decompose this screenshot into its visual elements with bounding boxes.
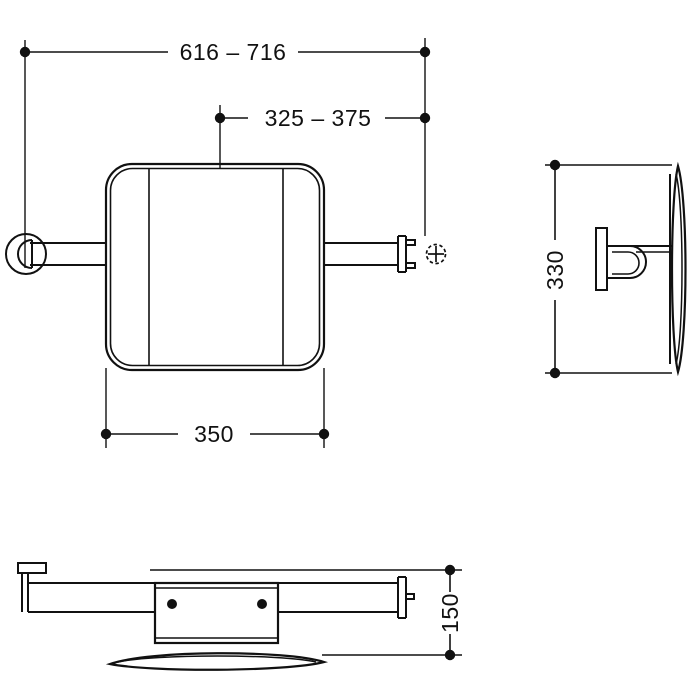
wall-flange-inner-arc [17, 239, 33, 269]
end-bracket-right [397, 235, 416, 273]
screw-hole-right [257, 599, 267, 609]
dimension-dot-backrest-depth-bottom [444, 649, 456, 661]
dimension-dot-center-offset-left [214, 112, 226, 124]
dimension-label-overall-width: 616 – 716 [180, 39, 287, 65]
backrest-profile-plan-outer [105, 652, 329, 671]
front-view: 616 – 716 325 – 375 [5, 38, 447, 448]
bracket-plan-tab [405, 593, 415, 600]
backrest-inner-outline [109, 167, 321, 367]
dimension-dot-backrest-depth-top [444, 564, 456, 576]
dimension-dot-backrest-height-bottom [549, 367, 561, 379]
dimension-label-center-offset: 325 – 375 [265, 105, 372, 131]
wall-flange-plan [17, 562, 47, 612]
backrest-profile-side [670, 161, 687, 377]
center-mark-symbol [425, 243, 447, 265]
dimension-dot-backrest-width-left [100, 428, 112, 440]
end-bracket-plan [397, 576, 415, 619]
center-mark-dashed-circle [425, 243, 447, 265]
backrest-profile-inner [675, 173, 683, 365]
backrest-profile-outer [670, 161, 687, 377]
dimension-label-backrest-height: 330 [542, 250, 568, 290]
backrest-panel-front [104, 162, 326, 372]
dimension-backrest-height: 330 [542, 159, 672, 379]
bracket-wall-plate-side [595, 227, 608, 291]
bracket-tab-lower [405, 262, 416, 269]
dimension-backrest-width: 350 [100, 421, 330, 447]
mounting-plate-plan [153, 581, 280, 645]
dimension-backrest-depth: 150 [150, 564, 463, 661]
dimension-label-backrest-depth: 150 [437, 593, 463, 633]
dimension-dot-overall-width-right [419, 46, 431, 58]
dimension-dot-backrest-width-right [318, 428, 330, 440]
mounting-plate-outline [153, 581, 280, 645]
dimension-center-offset: 325 – 375 [214, 105, 431, 131]
dimension-overall-width: 616 – 716 [19, 39, 431, 65]
mounting-bracket-side [595, 174, 672, 364]
dimension-dot-backrest-height-top [549, 159, 561, 171]
bracket-tab-upper [405, 239, 416, 246]
side-view: 330 [542, 159, 687, 379]
wall-flange-left [5, 233, 47, 275]
dimension-dot-overall-width-left [19, 46, 31, 58]
wall-flange-plate-plan [17, 562, 47, 574]
backrest-outer-outline [104, 162, 326, 372]
backrest-profile-plan [105, 652, 329, 671]
dimension-label-backrest-width: 350 [194, 421, 234, 447]
plan-view: 150 [17, 562, 463, 671]
screw-hole-left [167, 599, 177, 609]
backrest-profile-plan-inner [117, 655, 317, 663]
wall-flange-outer-circle [5, 233, 47, 275]
support-rail-plan [28, 582, 398, 613]
dimension-dot-center-offset-right [419, 112, 431, 124]
bracket-arm-inner-side [612, 251, 640, 275]
